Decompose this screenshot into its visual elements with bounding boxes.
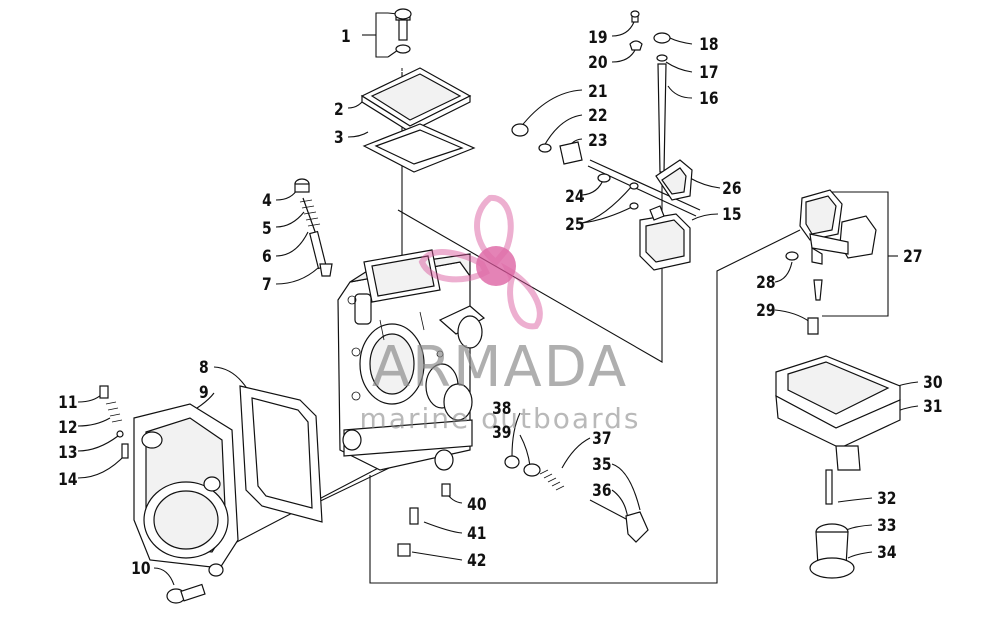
armada-tagline-text: marine outboards — [360, 402, 641, 435]
part-label-25: 25 — [565, 215, 584, 235]
part-label-13: 13 — [58, 443, 77, 463]
part-label-26: 26 — [722, 179, 741, 199]
needle-jet-parts — [397, 455, 649, 557]
part-label-11: 11 — [58, 393, 77, 413]
part-label-24: 24 — [565, 187, 585, 207]
part-label-36: 36 — [592, 481, 611, 501]
throttle-linkage-parts — [511, 10, 701, 271]
part-label-3: 3 — [334, 128, 344, 148]
part-label-17: 17 — [699, 63, 718, 83]
part-label-9: 9 — [199, 383, 209, 403]
part-label-18: 18 — [699, 35, 718, 55]
part-label-35: 35 — [592, 455, 611, 475]
part-label-28: 28 — [756, 273, 775, 293]
part-label-33: 33 — [877, 516, 896, 536]
pilot-screw-parts — [294, 178, 333, 277]
part-label-6: 6 — [262, 247, 272, 267]
part-label-7: 7 — [262, 275, 272, 295]
part-label-12: 12 — [58, 418, 77, 438]
part-label-10: 10 — [131, 559, 151, 579]
part-label-42: 42 — [467, 551, 486, 571]
part-label-27: 27 — [903, 247, 922, 267]
part-labels: 1 2 3 4 5 6 7 8 9 10 11 12 13 14 15 16 1… — [58, 27, 943, 579]
part-label-15: 15 — [722, 205, 741, 225]
float-bowl-assembly — [775, 355, 901, 579]
part-label-30: 30 — [923, 373, 943, 393]
part-label-20: 20 — [588, 53, 608, 73]
part-label-29: 29 — [756, 301, 775, 321]
part-label-1: 1 — [341, 27, 351, 47]
carburetor-body — [337, 249, 486, 471]
armada-propeller-logo — [418, 195, 543, 330]
part-label-34: 34 — [877, 543, 897, 563]
part-label-31: 31 — [923, 397, 942, 417]
part-label-23: 23 — [588, 131, 607, 151]
part-label-41: 41 — [467, 524, 486, 544]
part-label-2: 2 — [334, 100, 344, 120]
part-label-22: 22 — [588, 106, 607, 126]
part-label-37: 37 — [592, 429, 611, 449]
part-label-19: 19 — [588, 28, 607, 48]
intake-flange-parts — [99, 385, 323, 604]
float-assembly — [785, 189, 877, 335]
armada-watermark: ARMADA marine outboards — [360, 195, 641, 435]
part-label-16: 16 — [699, 89, 718, 109]
part-label-5: 5 — [262, 219, 272, 239]
part-label-40: 40 — [467, 495, 487, 515]
part-label-14: 14 — [58, 470, 78, 490]
part-label-39: 39 — [492, 423, 511, 443]
top-cover-assembly — [360, 8, 476, 173]
part-label-38: 38 — [492, 399, 511, 419]
armada-brand-text: ARMADA — [372, 335, 628, 400]
part-label-8: 8 — [199, 358, 209, 378]
part-label-32: 32 — [877, 489, 896, 509]
part-label-21: 21 — [588, 82, 607, 102]
part-label-4: 4 — [262, 191, 272, 211]
